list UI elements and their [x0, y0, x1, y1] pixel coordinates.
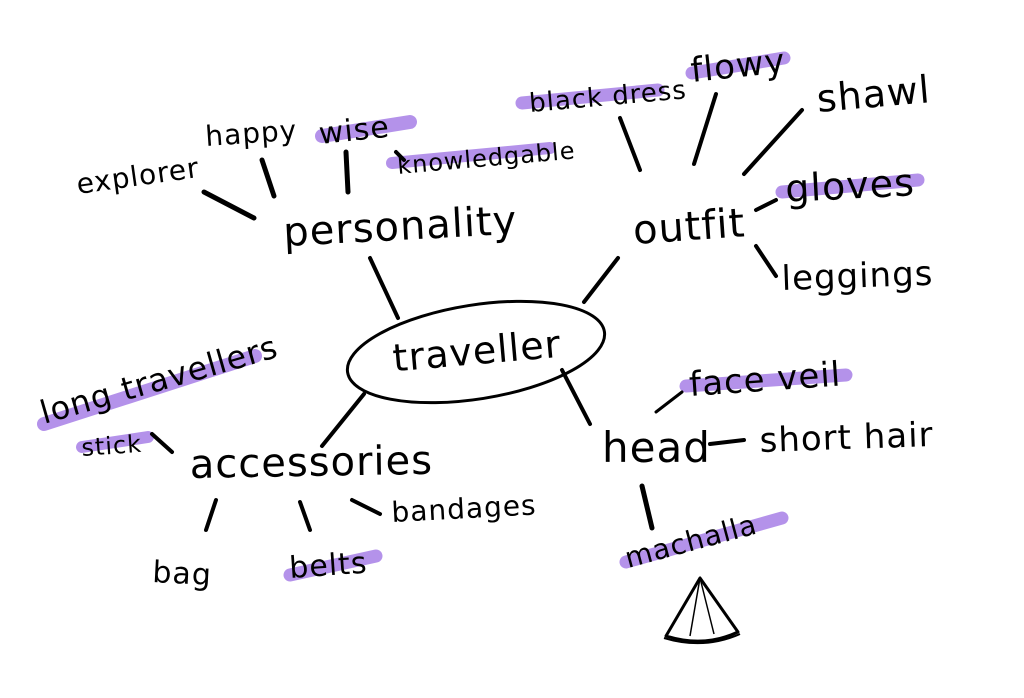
connector-center-head [560, 368, 592, 426]
highlight-strokes [37, 51, 925, 582]
highlight-gloves [775, 173, 925, 199]
connector-accessories-bag [204, 498, 218, 532]
highlight-black-dress [515, 83, 665, 110]
highlight-knowledgable [386, 142, 556, 169]
connector-outfit-black-dress [618, 116, 642, 172]
connector-accessories-stick [150, 432, 174, 454]
highlight-wise [315, 115, 417, 143]
connector-personality-knowledgable [394, 150, 406, 162]
item-flowy: flowy [689, 41, 788, 91]
connector-head-face-veil [654, 390, 684, 414]
item-explorer: explorer [74, 151, 201, 201]
item-bag: bag [152, 555, 213, 593]
item-long-travellers: long travellers [36, 328, 282, 432]
item-gloves: gloves [784, 160, 916, 211]
connector-lines [150, 92, 804, 532]
cone-hat-icon [663, 576, 741, 645]
connector-center-accessories [320, 392, 366, 448]
item-knowledgable: knowledgable [396, 137, 576, 180]
connector-accessories-belts [298, 500, 312, 532]
center-node-ellipse [345, 299, 607, 405]
center-node-label: traveller [391, 322, 563, 381]
item-belts: belts [288, 546, 368, 586]
branch-accessories-label: accessories [189, 438, 433, 488]
item-face-veil: face veil [688, 354, 843, 405]
connector-head-short-hair [708, 438, 746, 446]
highlight-belts [283, 549, 383, 582]
item-stick: stick [80, 430, 142, 462]
branch-personality-label: personality [282, 198, 518, 256]
item-happy: happy [204, 114, 298, 153]
connector-outfit-shawl [742, 108, 804, 176]
item-wise: wise [317, 110, 391, 152]
connector-center-outfit [582, 256, 620, 304]
highlight-face-veil [679, 368, 853, 393]
connector-personality-happy [259, 157, 277, 199]
connector-personality-explorer [201, 189, 257, 221]
item-bandages: bandages [391, 488, 538, 529]
branch-head-label: head [602, 423, 711, 472]
highlight-machalla [619, 511, 789, 569]
connector-outfit-gloves [754, 198, 778, 212]
connector-outfit-flowy [692, 92, 718, 166]
connector-accessories-bandages [350, 498, 382, 516]
item-shawl: shawl [815, 67, 932, 121]
highlight-flowy [685, 51, 791, 80]
connector-head-machalla [639, 483, 655, 531]
item-leggings: leggings [781, 254, 934, 299]
item-short-hair: short hair [759, 415, 934, 461]
item-black-dress: black dress [528, 75, 688, 119]
highlight-long-travellers [37, 349, 262, 431]
item-machalla: machalla [621, 508, 760, 575]
connector-outfit-leggings [754, 244, 778, 278]
connector-center-personality [368, 256, 400, 320]
branch-outfit-label: outfit [631, 200, 746, 254]
connector-personality-wise [343, 149, 351, 195]
highlight-stick [76, 431, 154, 453]
